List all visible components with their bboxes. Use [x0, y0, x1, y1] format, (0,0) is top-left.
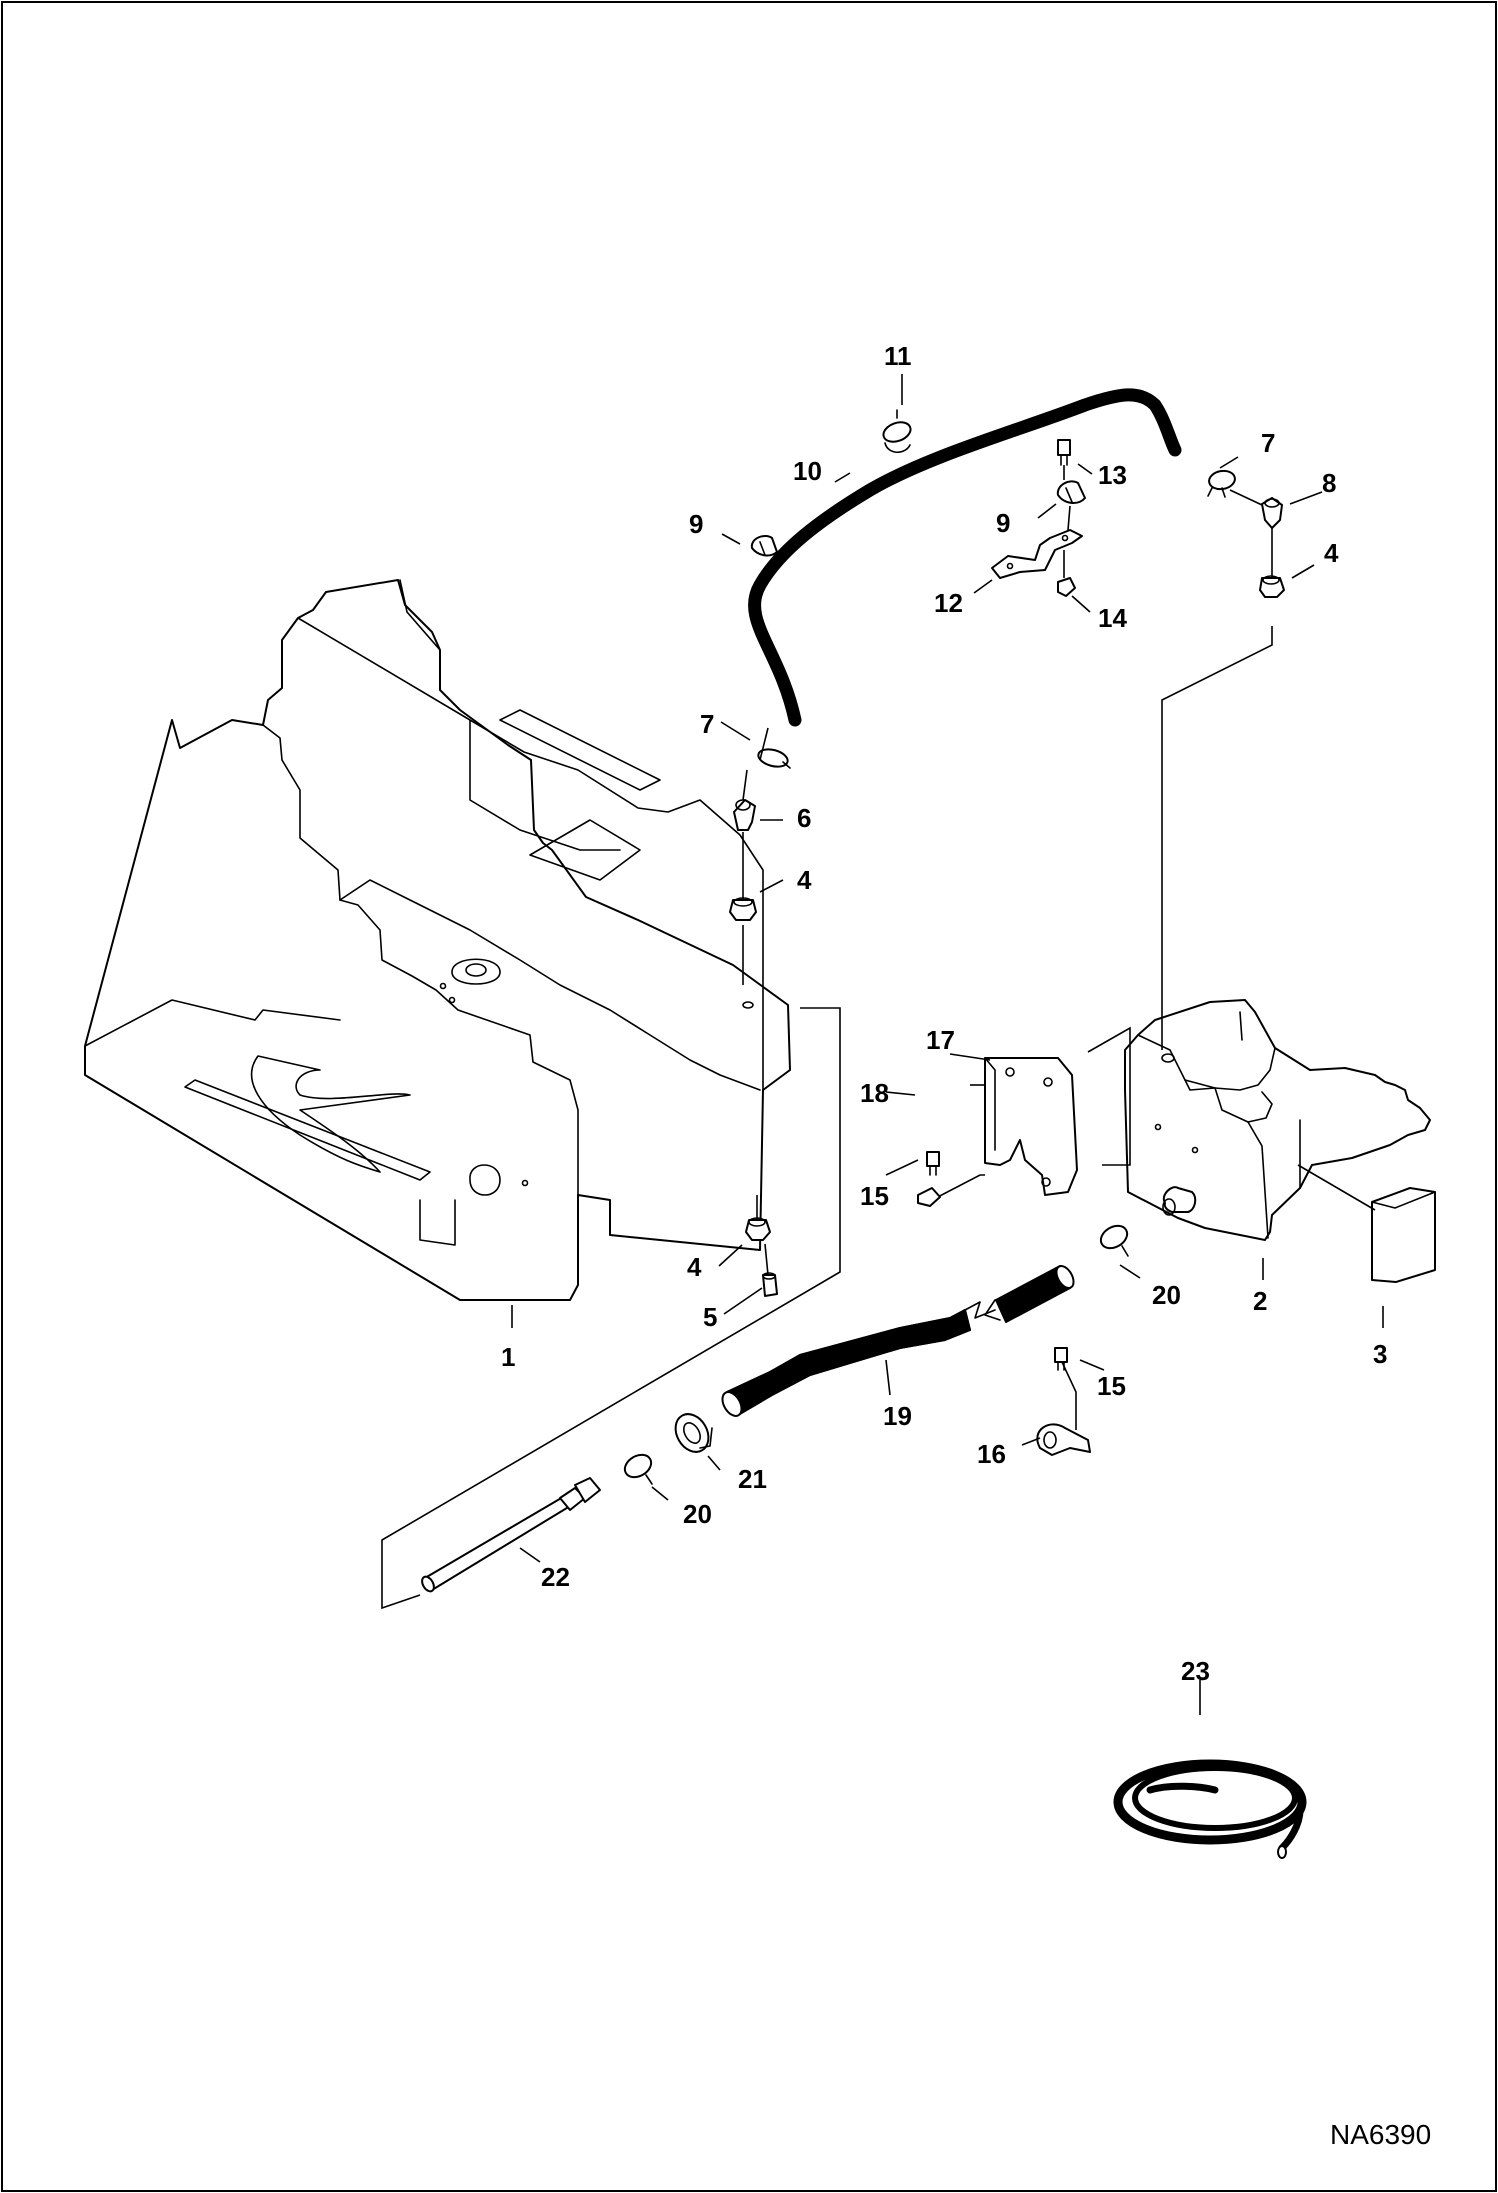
hose-clamp-20a [1099, 1224, 1129, 1257]
callout-9-right: 9 [996, 508, 1010, 538]
callout-11: 11 [884, 341, 912, 371]
clip-9b [1056, 480, 1086, 504]
callout-6: 6 [797, 803, 811, 833]
grommet-4a [729, 897, 757, 921]
callout-20-left: 20 [683, 1499, 712, 1529]
hose-clamp-20b [623, 1453, 653, 1485]
callout-19: 19 [883, 1401, 912, 1431]
clip-9a [750, 535, 778, 557]
callout-18: 18 [860, 1078, 889, 1108]
callout-3: 3 [1373, 1339, 1387, 1369]
callout-7-right: 7 [1261, 428, 1275, 458]
callout-4-middle: 4 [797, 865, 812, 895]
nut-14 [1057, 577, 1076, 597]
callout-4-bottom: 4 [687, 1252, 702, 1282]
vent-hose-10 [748, 388, 1182, 727]
fitting-tube-22 [421, 1477, 601, 1593]
callout-leaders [511, 374, 1384, 1715]
callout-7-left: 7 [700, 709, 714, 739]
bolt-15a [1054, 1347, 1068, 1371]
callout-10: 10 [793, 456, 822, 486]
callout-14: 14 [1098, 603, 1127, 633]
callout-17: 17 [926, 1025, 955, 1055]
callout-22: 22 [541, 1562, 570, 1592]
bracket-12 [991, 529, 1083, 579]
callout-16: 16 [977, 1439, 1006, 1469]
callout-5: 5 [703, 1302, 717, 1332]
callout-1: 1 [501, 1342, 515, 1372]
clamp-11 [882, 409, 912, 454]
callout-15-right: 15 [1097, 1371, 1126, 1401]
figure-code: NA6390 [1330, 2119, 1431, 2150]
aux-tank [1124, 999, 1431, 1241]
callout-20-right: 20 [1152, 1280, 1181, 1310]
assembly-line-22 [381, 1007, 841, 1610]
fuel-tank [84, 579, 791, 1301]
callout-9-left: 9 [689, 509, 703, 539]
callout-8: 8 [1322, 468, 1336, 498]
plug-5 [762, 1272, 778, 1297]
callout-2: 2 [1253, 1286, 1267, 1316]
clamp-7b [1207, 469, 1236, 498]
bolt-13 [1057, 439, 1071, 466]
grommet-4b [1259, 575, 1285, 598]
hose-19 [721, 1265, 1075, 1417]
callout-15-left: 15 [860, 1181, 889, 1211]
decal-pad [1371, 1187, 1436, 1283]
grommet-21 [674, 1413, 713, 1453]
hose-coil-23 [1113, 1759, 1307, 1859]
callout-12: 12 [934, 588, 963, 618]
callout-23: 23 [1181, 1656, 1210, 1686]
callout-labels: 1 2 3 4 4 4 5 6 7 7 8 9 9 10 11 12 13 14… [501, 341, 1387, 1686]
callout-4-top-right: 4 [1324, 538, 1339, 568]
callout-13: 13 [1098, 460, 1127, 490]
callout-21: 21 [738, 1464, 767, 1494]
grommet-4c [745, 1217, 771, 1241]
clamp-7a [757, 748, 791, 769]
bolt-15b [926, 1151, 940, 1176]
elbow-6 [733, 799, 756, 831]
assembly-line-aux [1161, 626, 1273, 1050]
bracket-17 [984, 1057, 1078, 1196]
elbow-8 [1261, 497, 1283, 529]
nut-18 [917, 1187, 941, 1207]
